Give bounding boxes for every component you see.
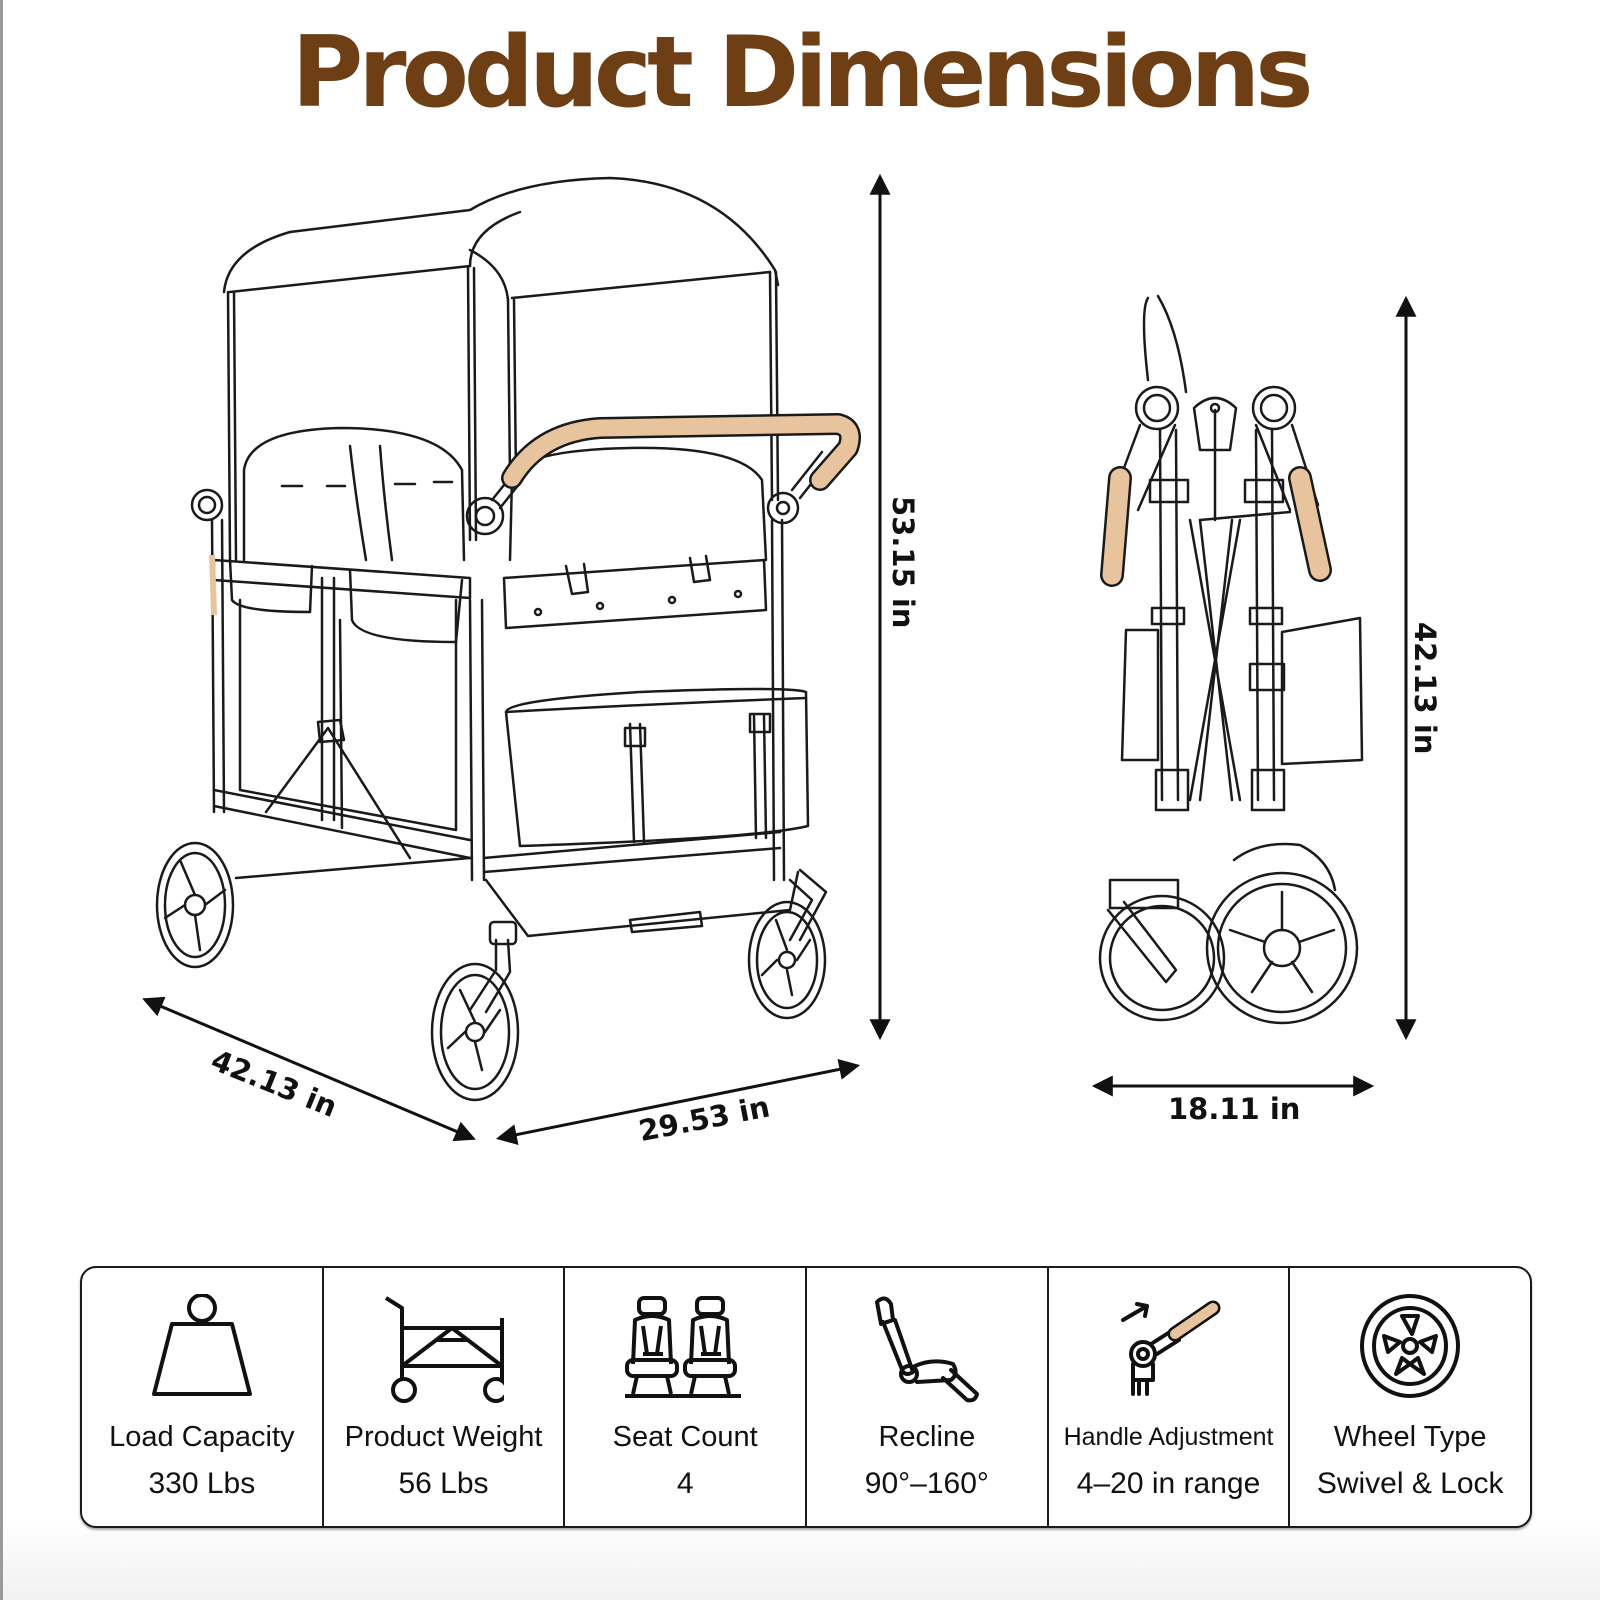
spec-wheel-type: Wheel Type Swivel & Lock (1290, 1268, 1530, 1526)
spec-value: Swivel & Lock (1316, 1467, 1504, 1500)
spec-value: 4–20 in range (1076, 1467, 1261, 1500)
unfolded-wagon-drawing (155, 176, 832, 1102)
spec-label: Handle Adjustment (1063, 1423, 1274, 1451)
folded-width-label: 18.11 in (1168, 1092, 1301, 1126)
folded-height-label: 42.13 in (1408, 622, 1442, 755)
spec-label: Wheel Type (1333, 1421, 1487, 1453)
length-arrow (142, 996, 476, 1142)
height-label: 53.15 in (886, 496, 920, 629)
weight-icon (151, 1294, 252, 1396)
spec-value: 56 Lbs (398, 1467, 489, 1500)
spec-value: 90°–160° (864, 1467, 989, 1500)
spec-value: 4 (676, 1467, 694, 1500)
seats-icon (625, 1296, 742, 1398)
page-title: Product Dimensions (291, 16, 1313, 130)
spec-seat-count: Seat Count 4 (565, 1268, 808, 1526)
handle-adjust-icon (1120, 1300, 1221, 1396)
spec-value: 330 Lbs (148, 1467, 256, 1500)
wheel-icon (1360, 1294, 1461, 1398)
spec-label: Product Weight (344, 1421, 543, 1453)
spec-load-capacity: Load Capacity 330 Lbs (82, 1268, 324, 1526)
spec-recline: Recline 90°–160° (807, 1268, 1049, 1526)
width-arrow (495, 1059, 861, 1145)
spec-handle-adjustment: Handle Adjustment 4–20 in range (1049, 1268, 1291, 1526)
spec-label: Load Capacity (109, 1421, 295, 1453)
recline-seat-icon (874, 1296, 979, 1403)
wagon-icon (384, 1296, 504, 1403)
page-left-border (0, 0, 3, 1600)
spec-product-weight: Product Weight 56 Lbs (324, 1268, 566, 1526)
spec-label: Seat Count (612, 1421, 758, 1453)
spec-label: Recline (878, 1421, 976, 1453)
spec-table: Load Capacity 330 Lbs Product Weight 56 … (80, 1266, 1532, 1528)
folded-wagon-drawing (1098, 294, 1364, 1025)
